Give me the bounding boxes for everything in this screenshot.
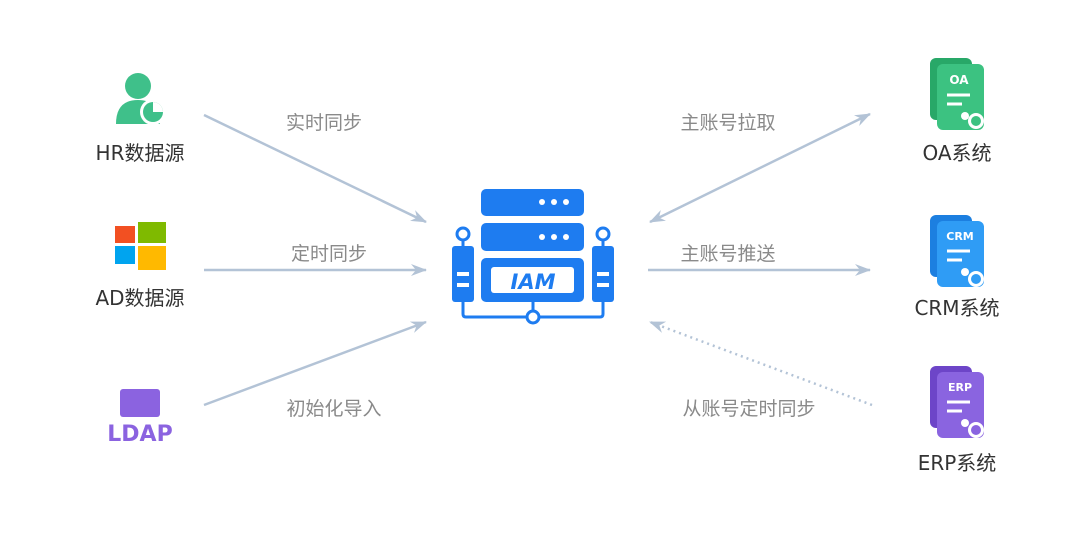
oa-target-label: OA系统 xyxy=(922,141,991,165)
flow-label-slave-sync: 从账号定时同步 xyxy=(682,398,815,420)
hr-source-label: HR数据源 xyxy=(96,141,185,165)
arrow-ldap-to-iam xyxy=(203,320,427,407)
flow-labels: 实时同步 定时同步 初始化导入 主账号拉取 主账号推送 从账号定时同步 xyxy=(286,112,816,420)
flow-label-scheduled-sync: 定时同步 xyxy=(291,243,367,265)
crm-target-label: CRM系统 xyxy=(914,296,999,320)
flow-label-realtime-sync: 实时同步 xyxy=(286,112,362,134)
flow-label-initial-import: 初始化导入 xyxy=(286,398,381,420)
crm-target-node: CRM CRM系统 xyxy=(914,215,1000,320)
ad-source-label: AD数据源 xyxy=(95,286,184,310)
iam-label: IAM xyxy=(511,270,556,294)
ldap-logo-text: LDAP xyxy=(107,422,172,447)
erp-target-label: ERP系统 xyxy=(918,451,997,475)
arrows xyxy=(203,112,873,407)
erp-badge-text: ERP xyxy=(948,381,972,394)
oa-badge-text: OA xyxy=(949,73,969,87)
arrow-hr-to-iam xyxy=(203,113,427,224)
flow-label-master-pull: 主账号拉取 xyxy=(680,112,775,134)
oa-target-node: OA OA系统 xyxy=(922,58,992,165)
crm-badge-text: CRM xyxy=(946,230,974,243)
server-rack-icon xyxy=(452,189,614,325)
windows-logo-icon xyxy=(115,222,166,270)
hr-source-node: HR数据源 xyxy=(96,73,185,165)
arrow-erp-to-iam-dotted xyxy=(649,320,873,407)
flow-label-master-push: 主账号推送 xyxy=(680,243,775,265)
erp-target-node: ERP ERP系统 xyxy=(918,366,997,475)
iam-server-node: IAM xyxy=(452,189,614,325)
ldap-logo-icon xyxy=(120,389,160,417)
ad-source-node: AD数据源 xyxy=(95,222,185,310)
ldap-source-node: LDAP xyxy=(107,389,173,447)
crm-document-icon xyxy=(930,215,984,287)
arrow-iam-oa-bidirectional xyxy=(649,112,871,224)
hr-user-icon xyxy=(116,73,166,125)
erp-document-icon xyxy=(930,366,984,438)
oa-document-icon xyxy=(930,58,984,130)
